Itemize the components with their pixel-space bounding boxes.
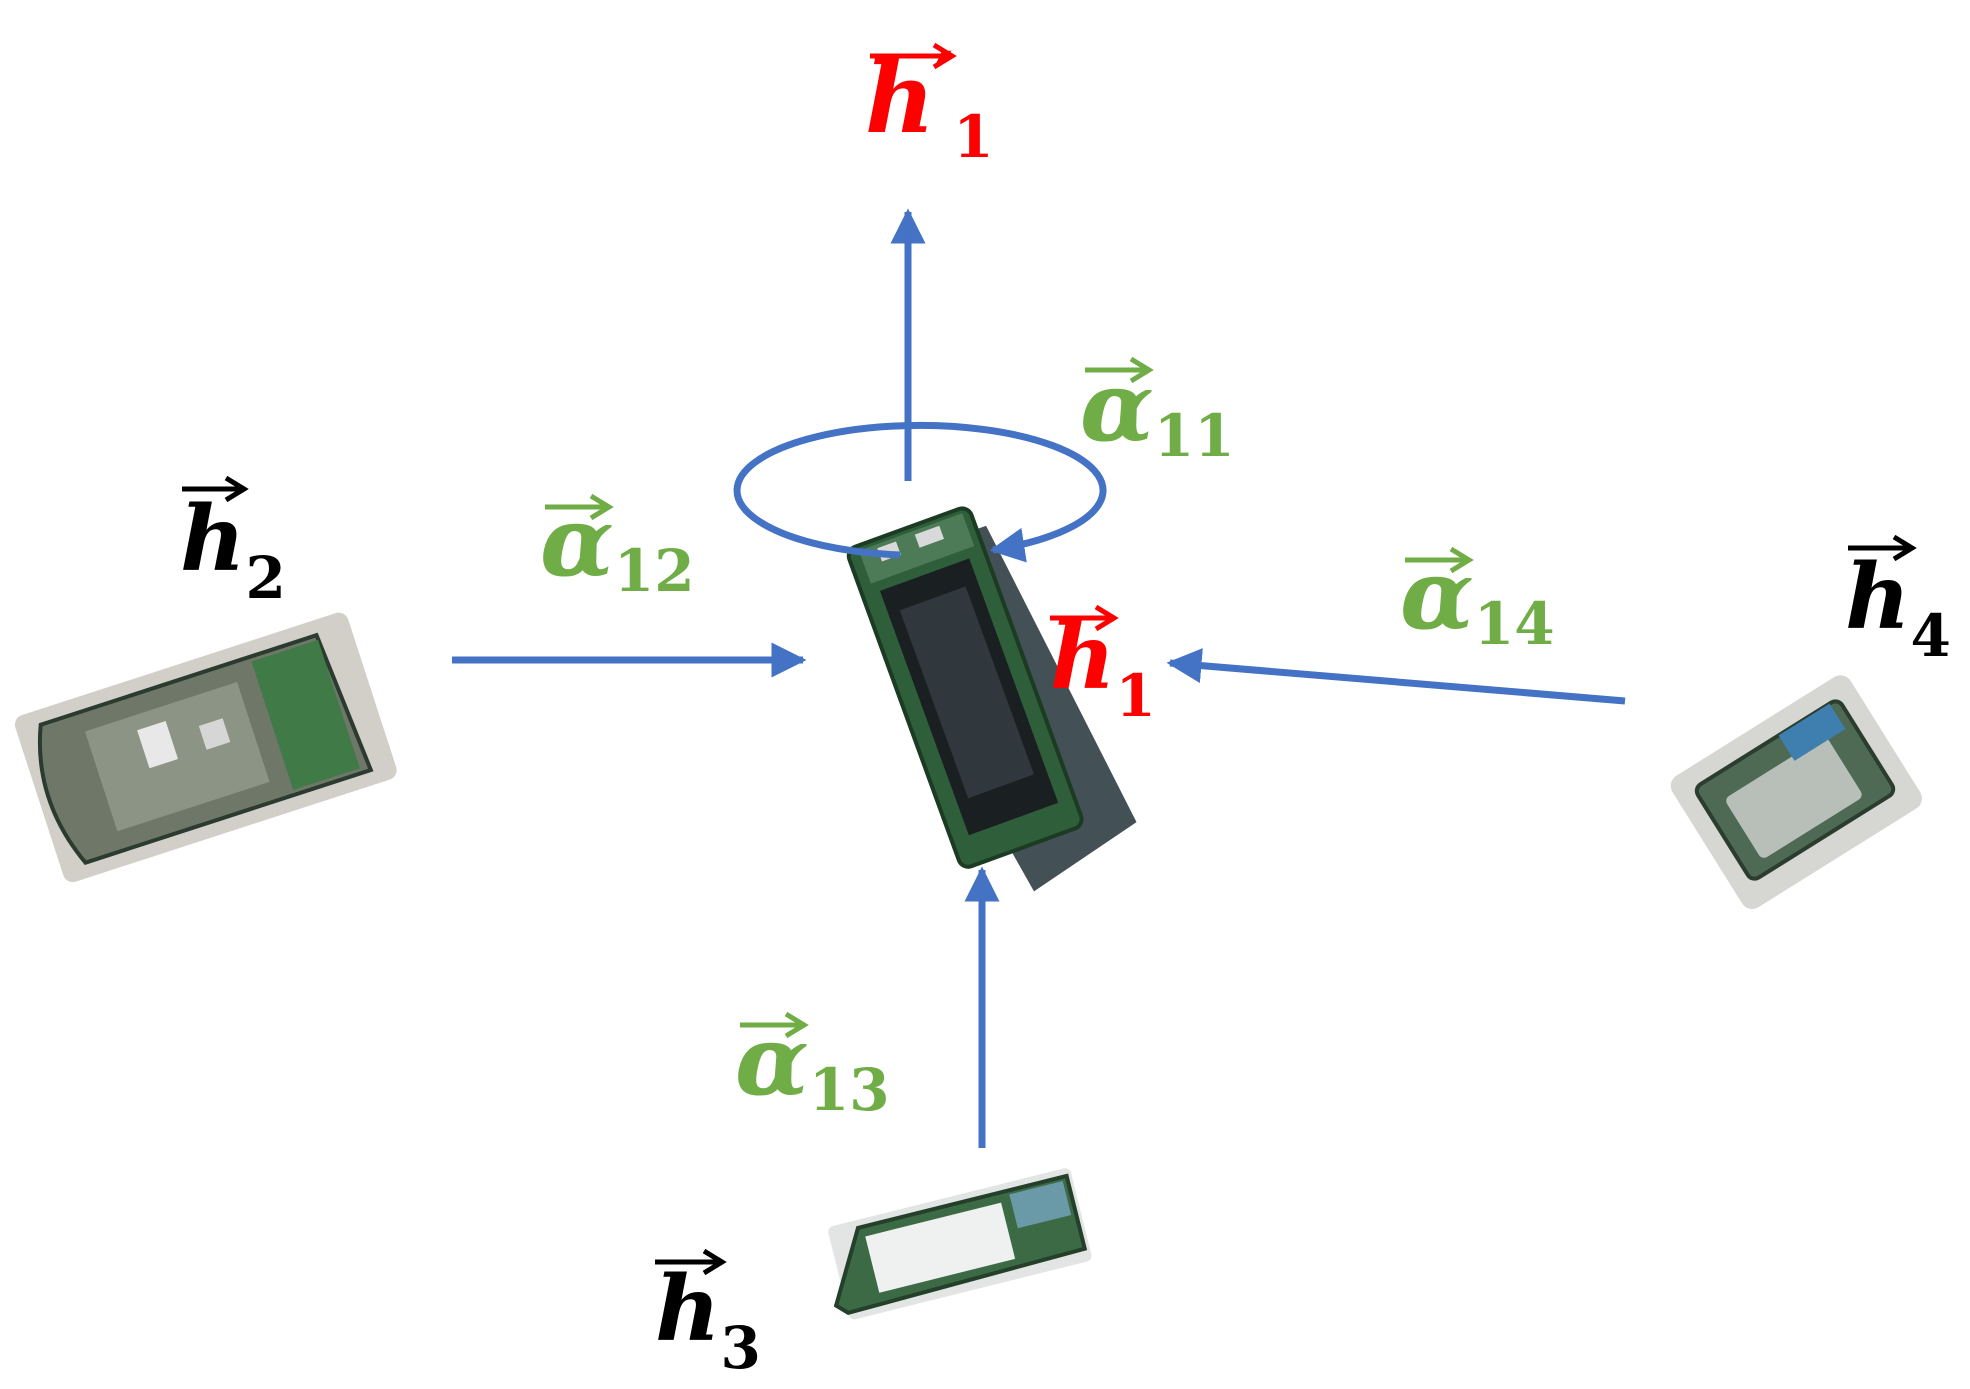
label-h4: h4 <box>1845 534 1951 670</box>
vector-arrowhead <box>1129 356 1154 384</box>
svg-text:α11: α11 <box>1080 350 1235 470</box>
ship-h1-hold-inner <box>899 586 1034 799</box>
ship-h3-deck <box>865 1202 1016 1293</box>
ship-h1-image <box>846 506 1137 892</box>
svg-text:h1: h1 <box>1050 604 1156 730</box>
label-alpha-13: α13 <box>735 1004 890 1124</box>
vector-arrowhead <box>224 475 249 503</box>
vector-arrowhead <box>1449 546 1474 574</box>
ship-h3-image <box>828 1168 1092 1320</box>
label-alpha-11: α11 <box>1080 350 1235 470</box>
ship-h2-deck <box>84 681 270 832</box>
ship-h2-bridge <box>251 639 360 790</box>
ship-h2-detail <box>198 718 231 750</box>
svg-text:h4: h4 <box>1845 544 1951 670</box>
ship-h4-bridge <box>1778 703 1846 761</box>
vector-arrowhead <box>1892 534 1917 562</box>
vector-arrowhead <box>1094 604 1119 632</box>
label-h3: h3 <box>655 1248 761 1382</box>
vector-arrowhead <box>932 42 957 70</box>
self-attention-loop <box>733 421 1107 563</box>
ship-h1-detail <box>914 525 945 548</box>
svg-text:α14: α14 <box>1400 538 1555 658</box>
arrow-h4-to-h1 <box>1166 648 1626 705</box>
ship-h2-image <box>14 612 397 883</box>
svg-text:α13: α13 <box>735 1004 890 1124</box>
vector-arrowhead <box>784 1011 809 1039</box>
svg-text:α12: α12 <box>540 485 695 605</box>
vector-arrowhead <box>702 1248 727 1276</box>
label-alpha-12: α12 <box>540 485 695 605</box>
svg-text:h3: h3 <box>655 1256 761 1382</box>
label-h2: h2 <box>180 475 286 612</box>
svg-text:h2: h2 <box>180 486 286 612</box>
ship-h1-bridge <box>858 513 975 584</box>
vector-arrowhead <box>589 493 614 521</box>
ship-h3-bridge <box>1009 1181 1072 1229</box>
label-alpha-14: α14 <box>1400 538 1555 658</box>
label-h1-prime: h′1 <box>865 36 994 171</box>
ship-h4-image <box>1670 675 1922 909</box>
label-h1: h1 <box>1050 604 1156 730</box>
svg-text:h′1: h′1 <box>865 36 994 171</box>
ship-h2-detail <box>137 720 179 769</box>
ship-h4-deck <box>1726 737 1862 858</box>
